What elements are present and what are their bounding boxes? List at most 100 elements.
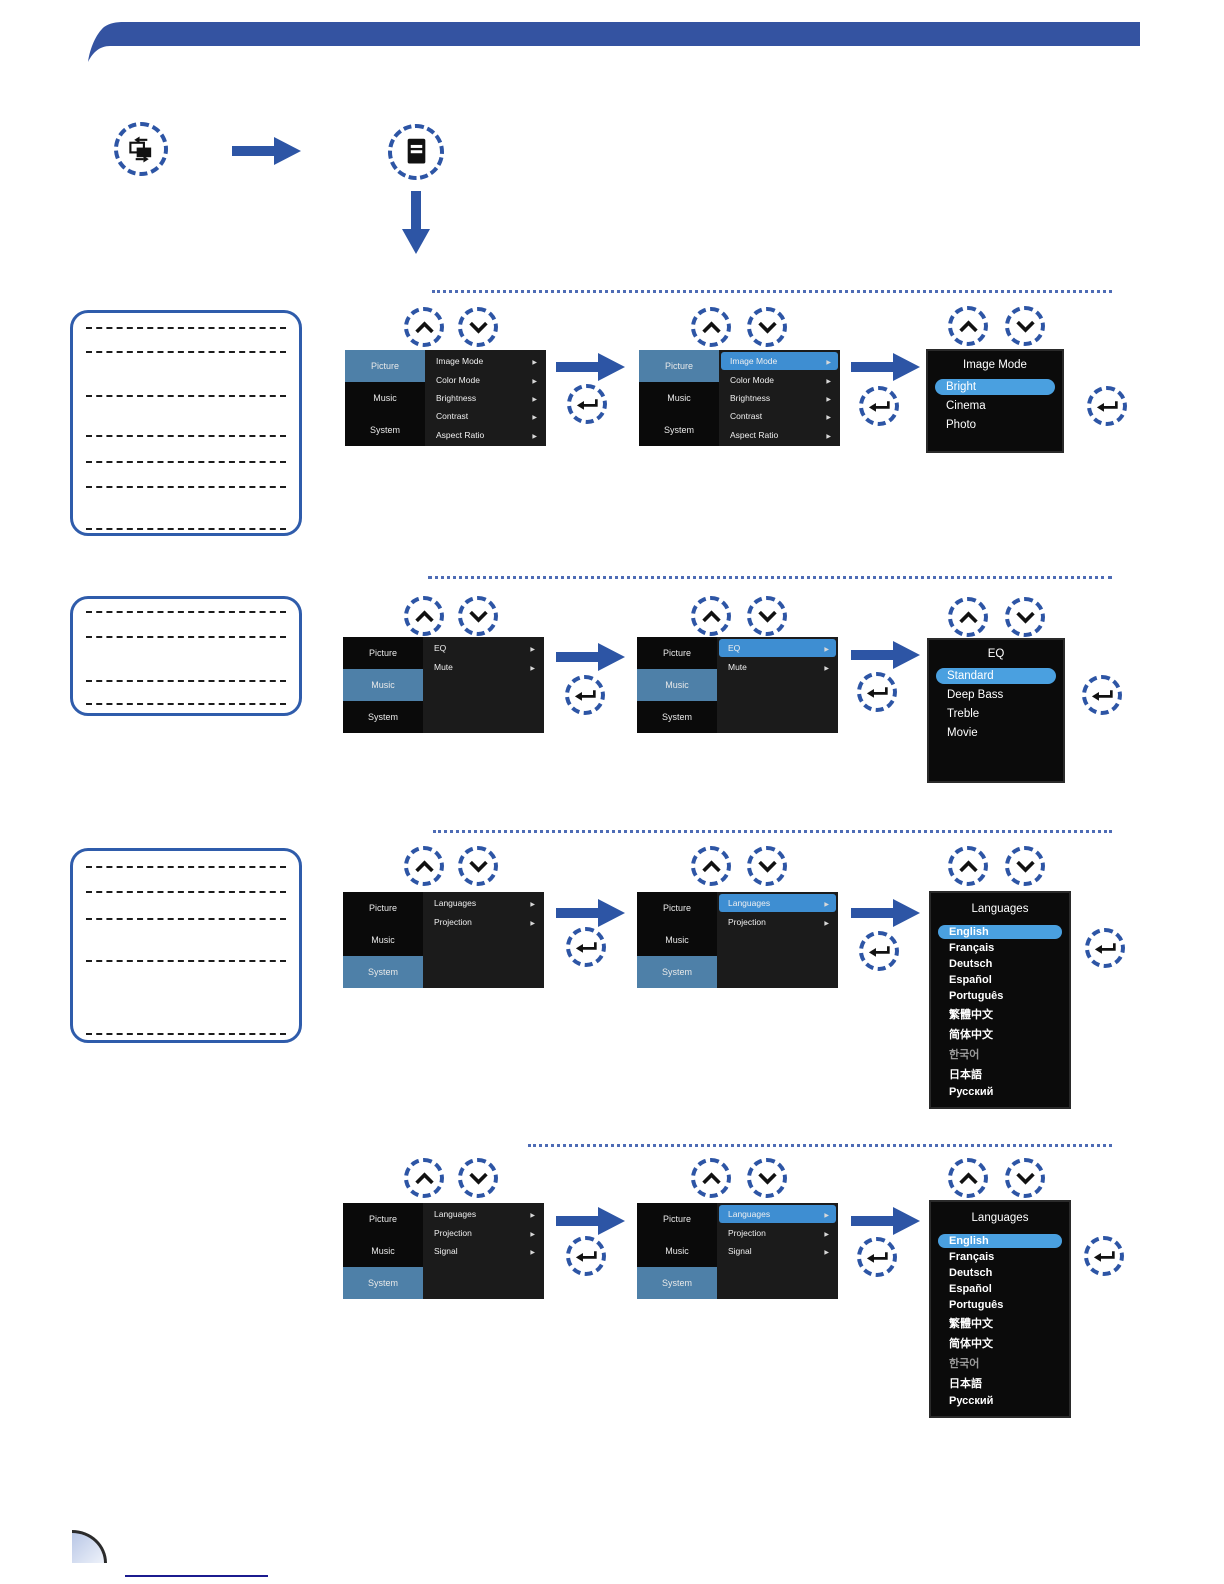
down-button [1005, 846, 1045, 886]
menu-tab: System [367, 712, 398, 722]
menu-tab: Music [665, 1246, 689, 1256]
chevron-down-icon [1015, 320, 1035, 333]
menu-tab: Music [343, 669, 423, 701]
menu-item-label: Projection [728, 1227, 766, 1238]
menu-tab: Music [637, 669, 717, 701]
chevron-up-icon [701, 1171, 721, 1184]
chevron-down-icon [468, 610, 488, 623]
menu-tab: Picture [639, 350, 719, 382]
popup-option: Français [949, 1251, 995, 1263]
menu-item-label: Projection [434, 1227, 472, 1238]
enter-icon [866, 686, 888, 698]
enter-button [565, 675, 605, 715]
enter-button [566, 1236, 606, 1276]
popup-option: Русский [949, 1395, 994, 1407]
menu-tab: Music [665, 935, 689, 945]
enter-icon [1093, 1250, 1115, 1262]
menu-item: Projection [425, 912, 542, 930]
menu-item: Signal [425, 1242, 542, 1260]
submenu-arrow-icon [824, 1209, 829, 1219]
chevron-down-icon [757, 860, 777, 873]
menu-item: Aspect Ratio [427, 426, 544, 444]
menu-item: Mute [425, 657, 542, 675]
note-line [86, 461, 286, 463]
chevron-down-icon [468, 321, 488, 334]
menu-tab: Picture [345, 350, 425, 382]
menu-item-label: Brightness [730, 392, 771, 403]
chevron-down-icon [1015, 611, 1035, 624]
chevron-up-icon [701, 320, 721, 333]
menu-tab: System [369, 425, 400, 435]
up-button [948, 1158, 988, 1198]
enter-icon [868, 945, 890, 957]
submenu-arrow-icon [826, 411, 831, 421]
menu-item-label: Languages [728, 898, 771, 909]
enter-icon [574, 689, 596, 701]
submenu-arrow-icon [824, 1246, 829, 1256]
chevron-up-icon [958, 610, 978, 623]
footer-rule [125, 1575, 268, 1577]
menu-item-label: Contrast [730, 411, 763, 422]
flow-arrow-right-icon [556, 1207, 625, 1235]
submenu-arrow-icon [532, 430, 537, 440]
chevron-down-icon [1015, 860, 1035, 873]
menu-item: Color Mode [427, 370, 544, 388]
note-line [86, 351, 286, 353]
note-box [70, 310, 302, 536]
menu-item-label: Languages [434, 1209, 477, 1220]
menu-tab: System [661, 712, 692, 722]
submenu-arrow-icon [532, 393, 537, 403]
menu-item-label: Mute [728, 661, 747, 672]
chevron-up-icon [701, 859, 721, 872]
menu-item-label: Aspect Ratio [730, 429, 779, 440]
up-button [404, 846, 444, 886]
menu-tab: System [343, 1267, 423, 1299]
enter-button [1082, 675, 1122, 715]
header-bar [88, 22, 1140, 62]
popup-option: Deutsch [949, 1267, 993, 1279]
menu-tab: Music [371, 1246, 395, 1256]
menu-item: Languages [425, 1205, 542, 1223]
popup-option: English [938, 925, 1062, 939]
popup-option: 한국어 [949, 1049, 980, 1061]
menu-item: Image Mode [427, 352, 544, 370]
enter-icon [866, 1251, 888, 1263]
flow-arrow-right-icon [556, 353, 625, 381]
chevron-up-icon [958, 319, 978, 332]
enter-button [859, 386, 899, 426]
enter-button [1084, 1236, 1124, 1276]
popup-option: 繁體中文 [949, 1009, 993, 1021]
menu-tab: Music [373, 393, 397, 403]
note-line [86, 866, 286, 868]
flow-arrow-right-icon [851, 1207, 920, 1235]
menu-tab: Picture [368, 1214, 397, 1224]
down-button [1005, 306, 1045, 346]
menu-button [388, 124, 444, 180]
chevron-up-icon [414, 1171, 434, 1184]
menu-item-label: Color Mode [730, 374, 774, 385]
note-box [70, 596, 302, 716]
popup-option: Bright [935, 378, 1055, 395]
up-button [948, 306, 988, 346]
menu-item: EQ [719, 639, 836, 658]
chevron-up-icon [414, 320, 434, 333]
popup-option: 日本語 [949, 1069, 982, 1081]
popup-option: Treble [947, 707, 980, 720]
chevron-down-icon [757, 610, 777, 623]
chevron-up-icon [958, 1171, 978, 1184]
submenu-arrow-icon [530, 1246, 535, 1256]
popup-option: Movie [947, 726, 978, 739]
menu-item-label: Signal [728, 1245, 752, 1256]
note-line [86, 703, 286, 705]
menu-tab: Picture [662, 903, 691, 913]
down-button [747, 1158, 787, 1198]
flow-arrow-right-icon [556, 643, 625, 671]
submenu-arrow-icon [824, 917, 829, 927]
note-line [86, 327, 286, 329]
